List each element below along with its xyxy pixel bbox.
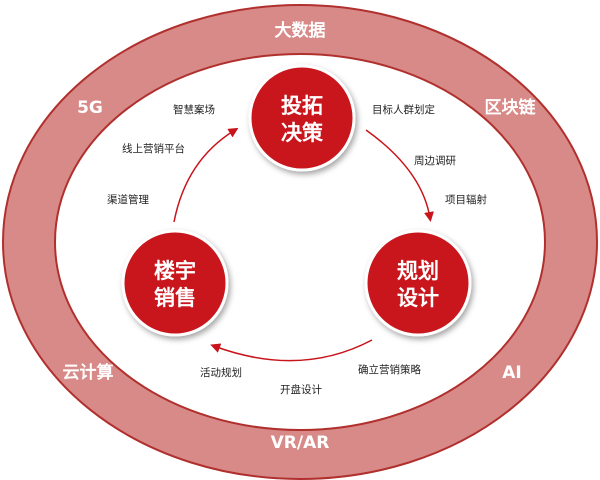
label-marketing-strategy: 确立营销策略	[358, 363, 421, 376]
label-smart-case-site: 智慧案场	[173, 103, 215, 116]
ring-label-vr-ar: VR/AR	[271, 433, 330, 453]
node-planning-line2: 设计	[397, 286, 439, 310]
node-planning-circle	[364, 229, 472, 337]
node-sales-line2: 销售	[154, 286, 196, 310]
label-online-marketing-platform: 线上营销平台	[122, 142, 185, 155]
label-target-audience: 目标人群划定	[372, 103, 435, 116]
node-investment-line1: 投拓	[281, 94, 323, 118]
node-building-sales	[121, 229, 229, 337]
node-planning-line1: 规划	[397, 259, 439, 283]
arrow-investment-to-planning	[365, 129, 434, 222]
node-sales-line1: 楼宇	[154, 259, 196, 283]
ring-label-5g: 5G	[77, 98, 103, 118]
label-project-radiation: 项目辐射	[445, 193, 487, 206]
label-event-planning: 活动规划	[200, 366, 242, 379]
label-surrounding-research: 周边调研	[414, 155, 456, 167]
node-planning-design	[364, 229, 472, 337]
ring-label-cloud-computing: 云计算	[63, 362, 114, 383]
node-investment-circle	[248, 64, 356, 172]
arrow-planning-to-sales	[210, 339, 373, 362]
label-opening-design: 开盘设计	[280, 383, 322, 396]
label-channel-management: 渠道管理	[107, 193, 149, 206]
ring-label-big-data: 大数据	[275, 20, 326, 41]
ring-label-ai: AI	[502, 363, 521, 383]
arrow-sales-to-investment	[173, 127, 239, 223]
node-investment-line2: 决策	[281, 121, 324, 145]
ring-label-blockchain: 区块链	[485, 97, 537, 118]
node-sales-circle	[121, 229, 229, 337]
node-investment-decision	[248, 64, 356, 172]
